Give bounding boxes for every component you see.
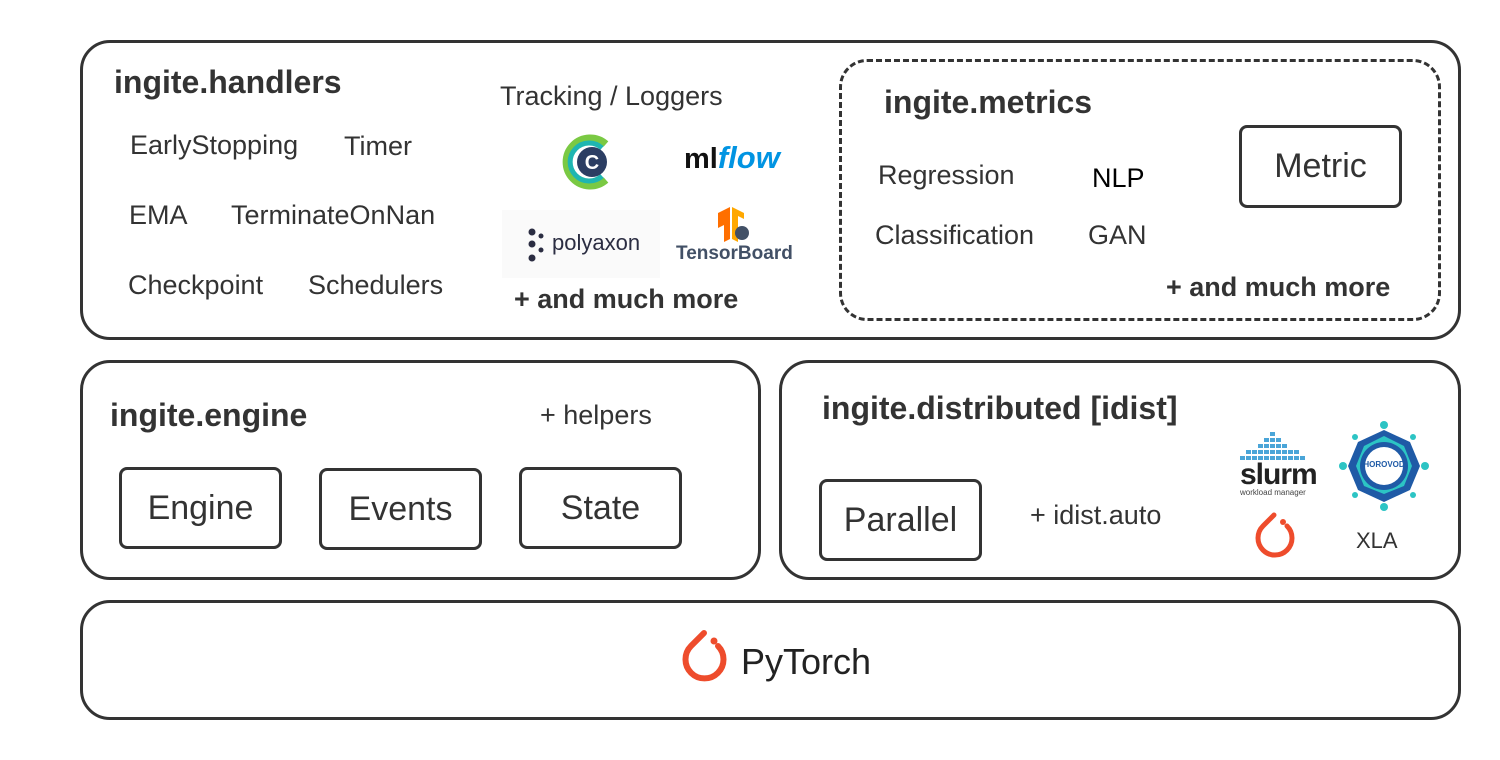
state-box-label: State — [560, 488, 641, 527]
handler-terminateonnan: TerminateOnNan — [231, 200, 436, 230]
metric-gan: GAN — [1088, 220, 1147, 250]
engine-box: Engine — [119, 467, 282, 549]
metric-nlp: NLP — [1092, 163, 1145, 193]
metric-box-label: Metric — [1274, 147, 1367, 185]
handler-earlystopping: EarlyStopping — [130, 130, 299, 160]
mlflow-logo-icon: mlflow — [684, 140, 780, 180]
metric-box: Metric — [1239, 125, 1402, 208]
engine-title: ingite.engine — [110, 397, 308, 433]
horovod-logo-icon: HOROVOD — [1338, 420, 1430, 512]
parallel-box-label: Parallel — [843, 500, 958, 539]
pytorch-logo-icon — [680, 630, 732, 692]
idist-auto: + idist.auto — [1030, 500, 1162, 530]
metrics-panel — [839, 59, 1441, 321]
handlers-title: ingite.handlers — [114, 64, 342, 100]
clearml-logo-icon: C — [562, 132, 618, 192]
mlflow-flow-text: flow — [717, 140, 780, 175]
metric-regression: Regression — [878, 160, 1015, 190]
distributed-panel — [779, 360, 1461, 580]
events-box-label: Events — [348, 489, 453, 528]
tensorboard-text: TensorBoard — [676, 243, 793, 264]
distributed-title: ingite.distributed [idist] — [822, 390, 1178, 426]
metrics-title: ingite.metrics — [884, 84, 1093, 120]
engine-box-label: Engine — [147, 488, 254, 527]
xla-label: XLA — [1356, 528, 1398, 553]
polyaxon-logo-icon: polyaxon — [502, 210, 660, 278]
horovod-text: HOROVOD — [1363, 460, 1405, 469]
metrics-more: + and much more — [1166, 272, 1391, 302]
pytorch-small-icon — [1252, 512, 1300, 564]
polyaxon-text: polyaxon — [552, 230, 641, 255]
handlers-more: + and much more — [514, 284, 739, 314]
handlers-panel — [80, 40, 1461, 340]
events-box: Events — [319, 468, 482, 550]
parallel-box: Parallel — [819, 479, 982, 561]
tensorboard-logo-icon: TensorBoard — [674, 205, 793, 267]
slurm-subtext: workload manager — [1240, 488, 1306, 497]
slurm-text: slurm — [1240, 458, 1318, 491]
handler-timer: Timer — [344, 131, 412, 161]
pytorch-panel — [80, 600, 1461, 720]
handler-checkpoint: Checkpoint — [128, 270, 264, 300]
pytorch-label: PyTorch — [741, 641, 872, 682]
handler-ema: EMA — [129, 200, 188, 230]
state-box: State — [519, 467, 682, 549]
engine-helpers: + helpers — [540, 400, 652, 430]
handler-schedulers: Schedulers — [308, 270, 444, 300]
loggers-label: Tracking / Loggers — [500, 81, 723, 111]
metric-classification: Classification — [875, 220, 1035, 250]
svg-text:C: C — [585, 152, 599, 174]
slurm-logo-icon: slurm workload manager — [1236, 430, 1318, 498]
mlflow-ml-text: ml — [684, 143, 718, 175]
